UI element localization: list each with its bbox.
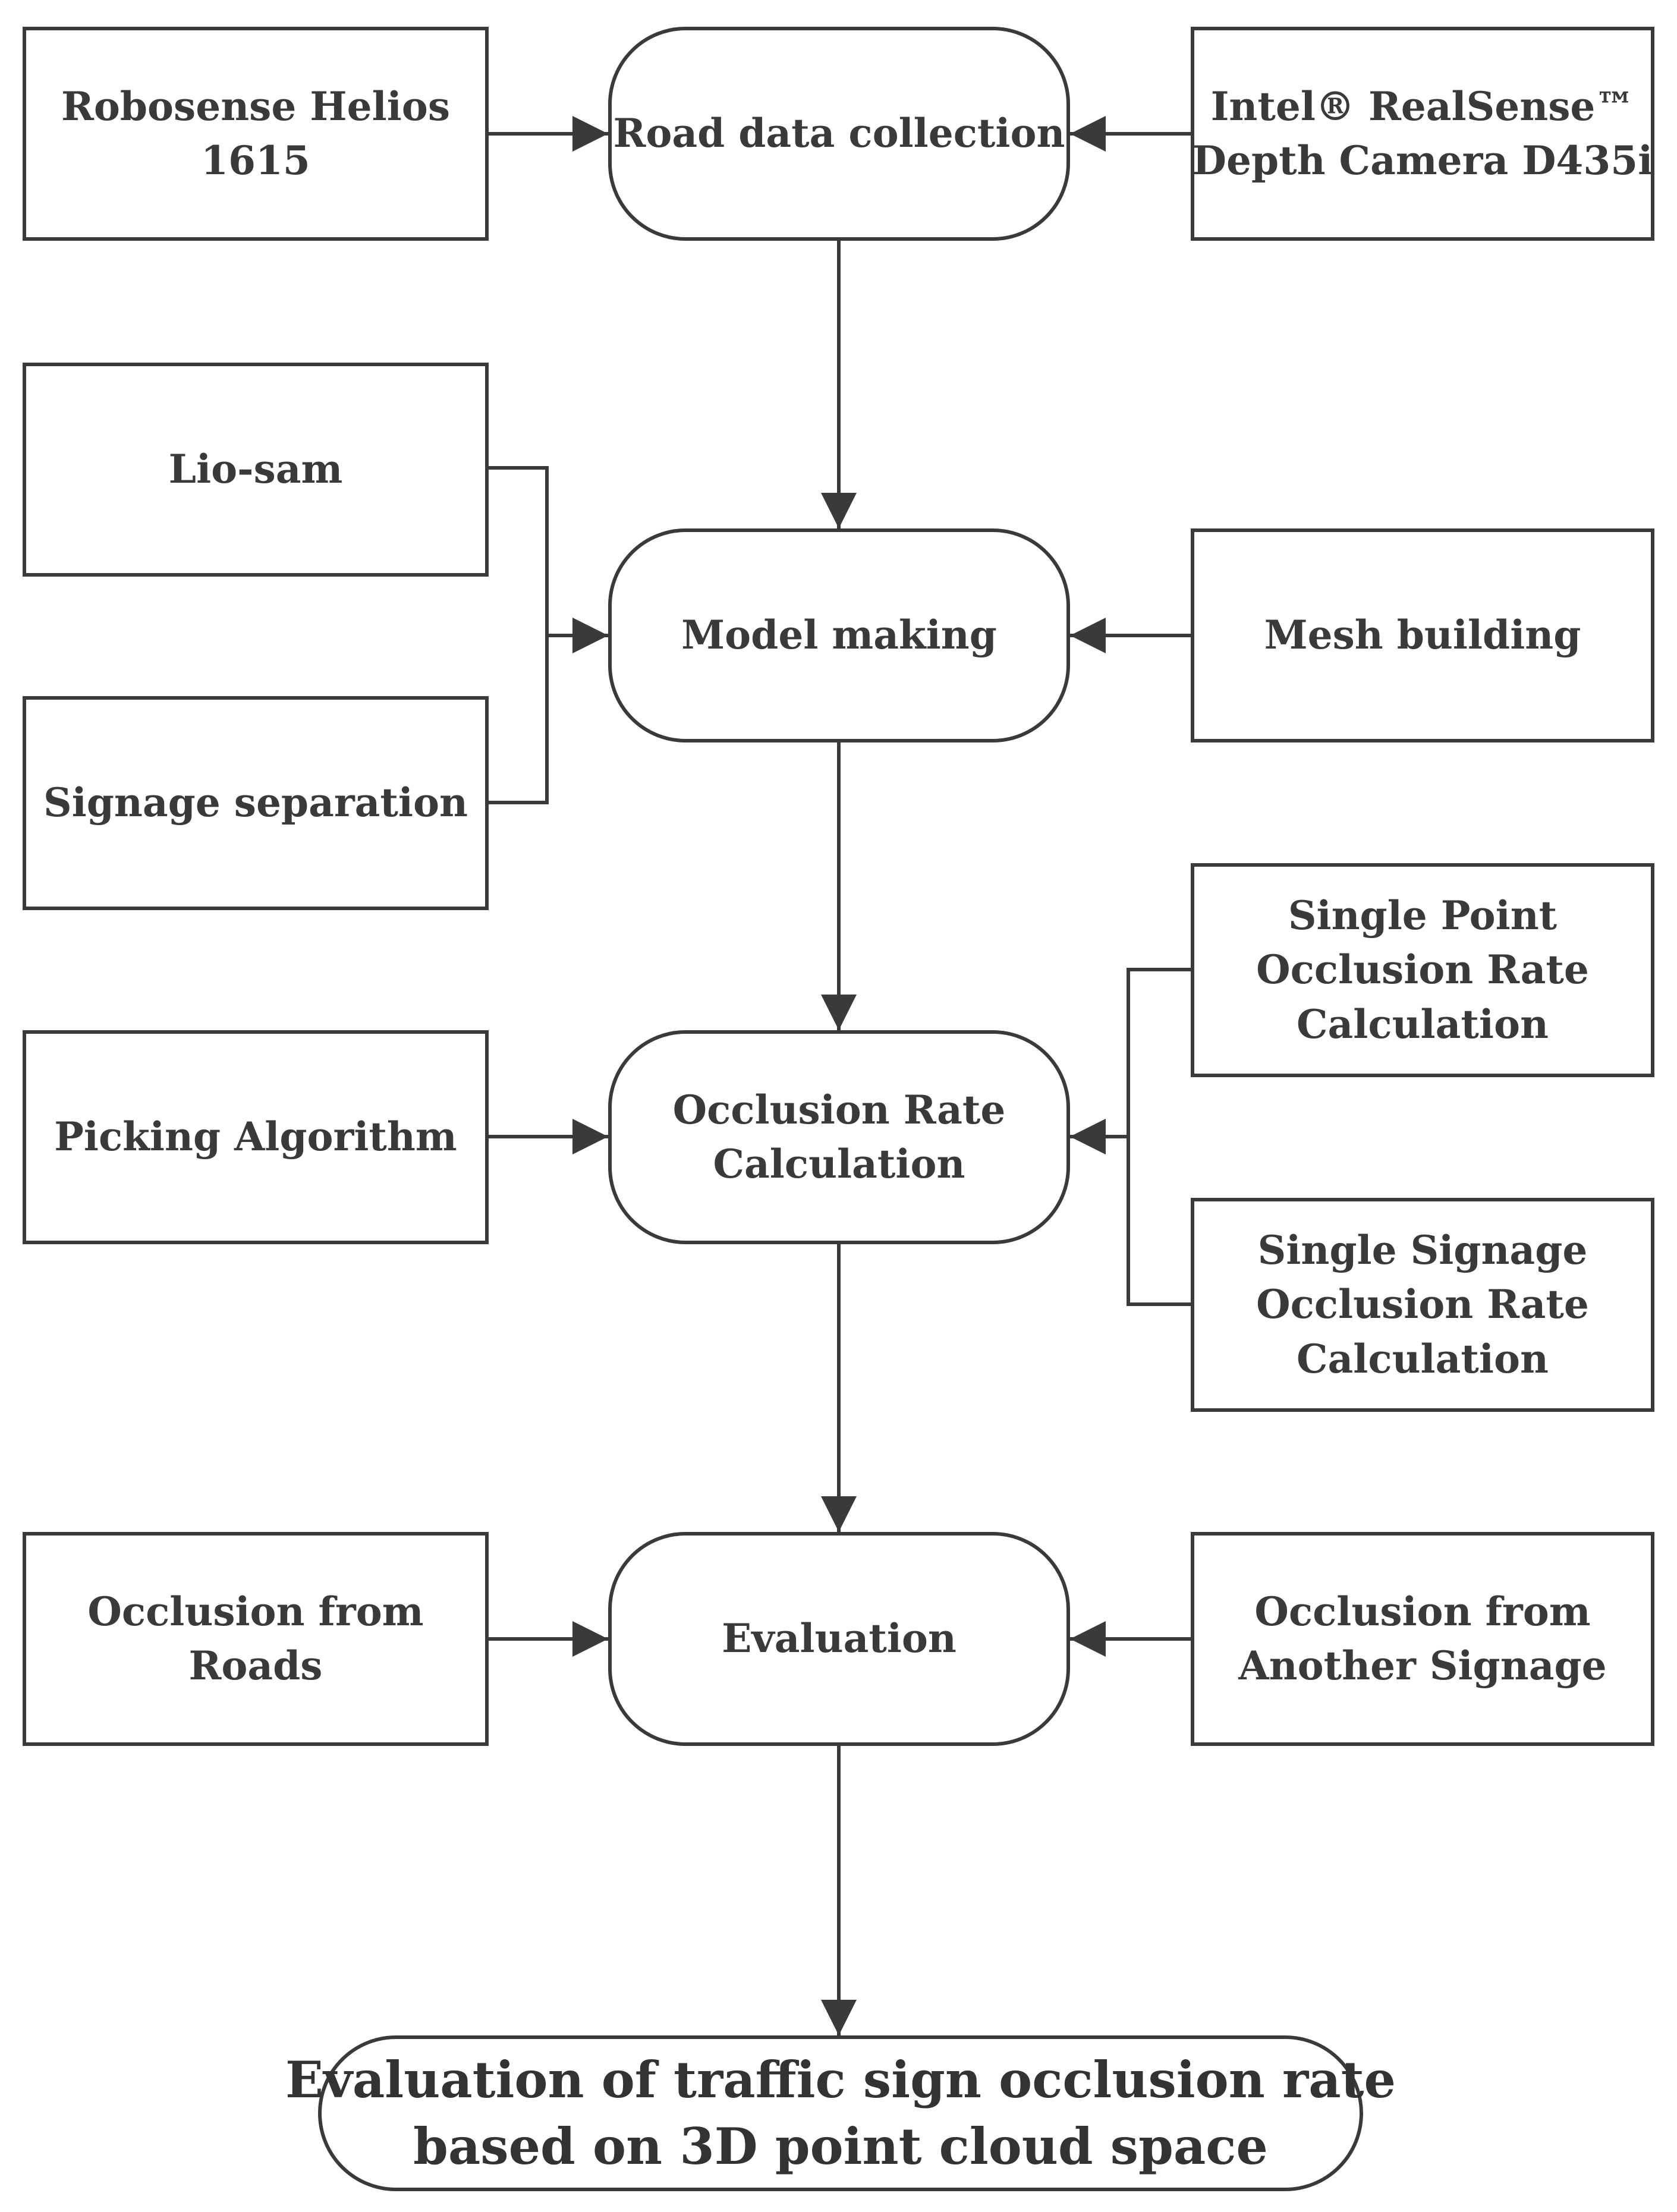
node-lio-sam-line-1: Lio-sam	[168, 446, 343, 493]
node-picking-algorithm-line-1: Picking Algorithm	[54, 1113, 457, 1160]
node-occlusion-from-another-signage-line-2: Another Signage	[1238, 1643, 1607, 1689]
node-robosense-helios: Robosense Helios 1615	[23, 27, 489, 241]
node-single-point-occlusion-line-3: Calculation	[1297, 1000, 1549, 1047]
node-final-evaluation: Evaluation of traffic sign occlusion rat…	[285, 2035, 1396, 2191]
node-road-data-collection: Road data collection	[608, 27, 1070, 241]
edge-single-point-to-occlusion-calc	[1070, 968, 1191, 1154]
node-single-point-occlusion-line-2: Occlusion Rate	[1256, 946, 1589, 993]
node-evaluation-line-1: Evaluation	[722, 1615, 957, 1662]
node-occlusion-from-roads: Occlusion from Roads	[23, 1532, 489, 1746]
node-final-evaluation-line-1: Evaluation of traffic sign occlusion rat…	[285, 2050, 1396, 2110]
node-lio-sam: Lio-sam	[23, 363, 489, 577]
node-occlusion-rate-calculation-line-2: Calculation	[713, 1141, 965, 1187]
node-single-signage-occlusion-line-3: Calculation	[1297, 1335, 1549, 1382]
node-signage-separation: Signage separation	[23, 696, 489, 910]
node-occlusion-from-roads-line-1: Occlusion from	[87, 1588, 424, 1635]
node-occlusion-rate-calculation-line-1: Occlusion Rate	[672, 1086, 1006, 1133]
edge-signage-separation-to-model-making	[489, 618, 608, 804]
node-single-signage-occlusion-line-2: Occlusion Rate	[1256, 1281, 1589, 1328]
node-intel-realsense: Intel® RealSense™ Depth Camera D435i	[1191, 27, 1654, 241]
node-occlusion-from-another-signage-line-1: Occlusion from	[1254, 1588, 1591, 1635]
node-mesh-building: Mesh building	[1191, 528, 1654, 742]
edge-lio-sam-to-model-making	[489, 466, 608, 653]
node-occlusion-from-another-signage: Occlusion from Another Signage	[1191, 1532, 1654, 1746]
node-robosense-helios-line-2: 1615	[201, 137, 310, 184]
node-intel-realsense-line-1: Intel® RealSense™	[1210, 83, 1635, 130]
node-picking-algorithm: Picking Algorithm	[23, 1030, 489, 1244]
node-model-making: Model making	[608, 528, 1070, 742]
node-signage-separation-line-1: Signage separation	[43, 779, 468, 826]
node-evaluation: Evaluation	[608, 1532, 1070, 1746]
edge-single-signage-to-occlusion-calc	[1070, 1119, 1191, 1306]
node-road-data-collection-line-1: Road data collection	[613, 110, 1065, 157]
node-robosense-helios-line-1: Robosense Helios	[61, 83, 450, 130]
node-mesh-building-line-1: Mesh building	[1264, 612, 1581, 659]
node-occlusion-rate-calculation: Occlusion Rate Calculation	[608, 1030, 1070, 1244]
node-single-point-occlusion: Single Point Occlusion Rate Calculation	[1191, 863, 1654, 1077]
node-single-signage-occlusion-line-1: Single Signage	[1257, 1227, 1588, 1274]
node-intel-realsense-line-2: Depth Camera D435i	[1192, 137, 1653, 184]
node-single-signage-occlusion: Single Signage Occlusion Rate Calculatio…	[1191, 1198, 1654, 1412]
node-final-evaluation-line-2: based on 3D point cloud space	[413, 2117, 1268, 2176]
node-single-point-occlusion-line-1: Single Point	[1288, 892, 1558, 939]
node-occlusion-from-roads-line-2: Roads	[188, 1643, 323, 1689]
node-model-making-line-1: Model making	[681, 612, 997, 659]
